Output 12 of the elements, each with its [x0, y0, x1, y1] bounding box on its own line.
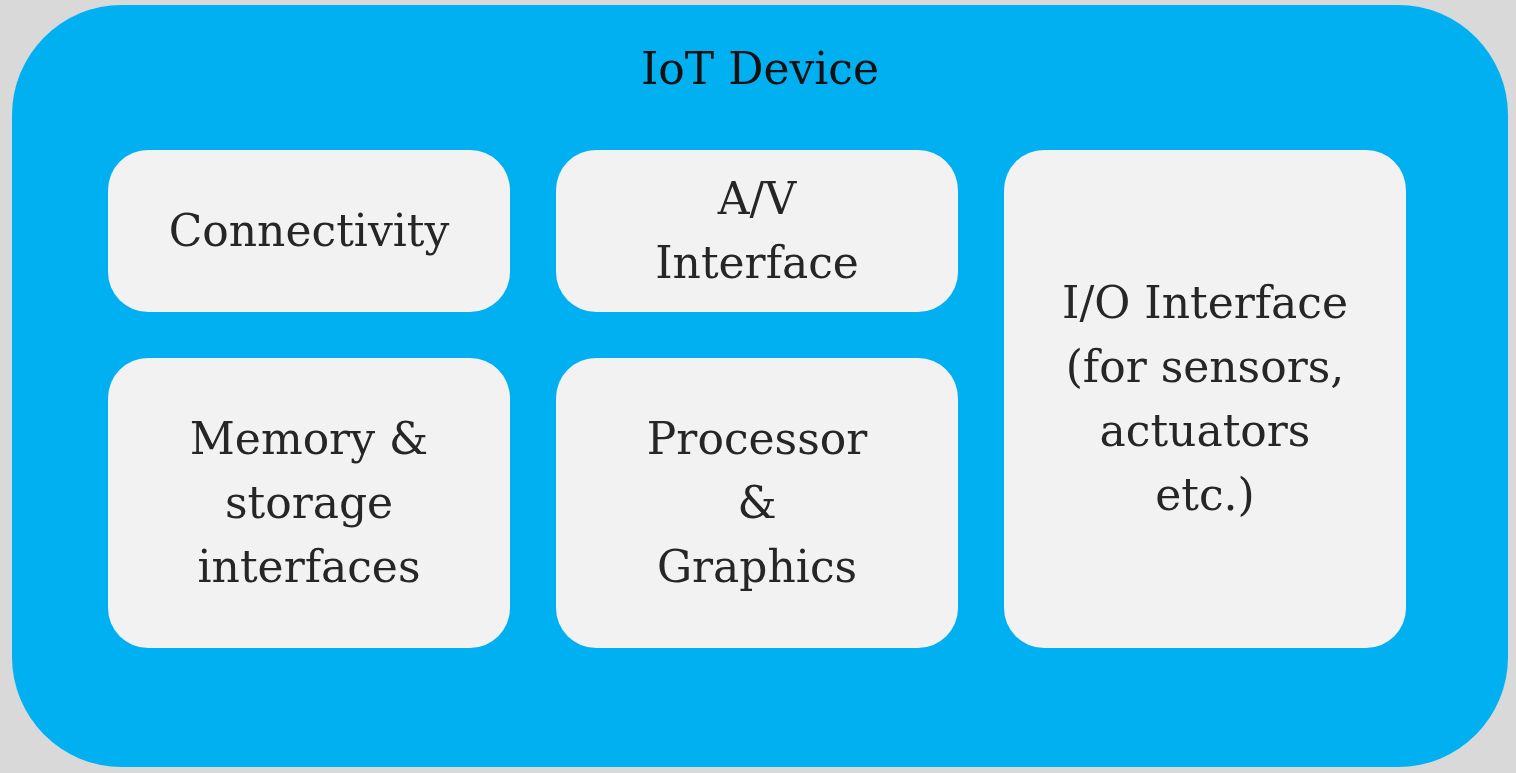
component-label: A/V Interface [655, 172, 859, 290]
device-title: IoT Device [640, 43, 880, 94]
component-box [108, 150, 510, 312]
component-box [556, 150, 958, 312]
component-box [556, 358, 958, 648]
component-label: Memory & storage interfaces [188, 412, 430, 594]
component-label: Connectivity [168, 204, 450, 258]
device-panel [12, 5, 1508, 767]
component-box [108, 358, 510, 648]
component-label: I/O Interface (for sensors, actuators etc.) [1061, 276, 1349, 522]
component-label: Processor & Graphics [646, 412, 868, 594]
component-box [1004, 150, 1406, 648]
